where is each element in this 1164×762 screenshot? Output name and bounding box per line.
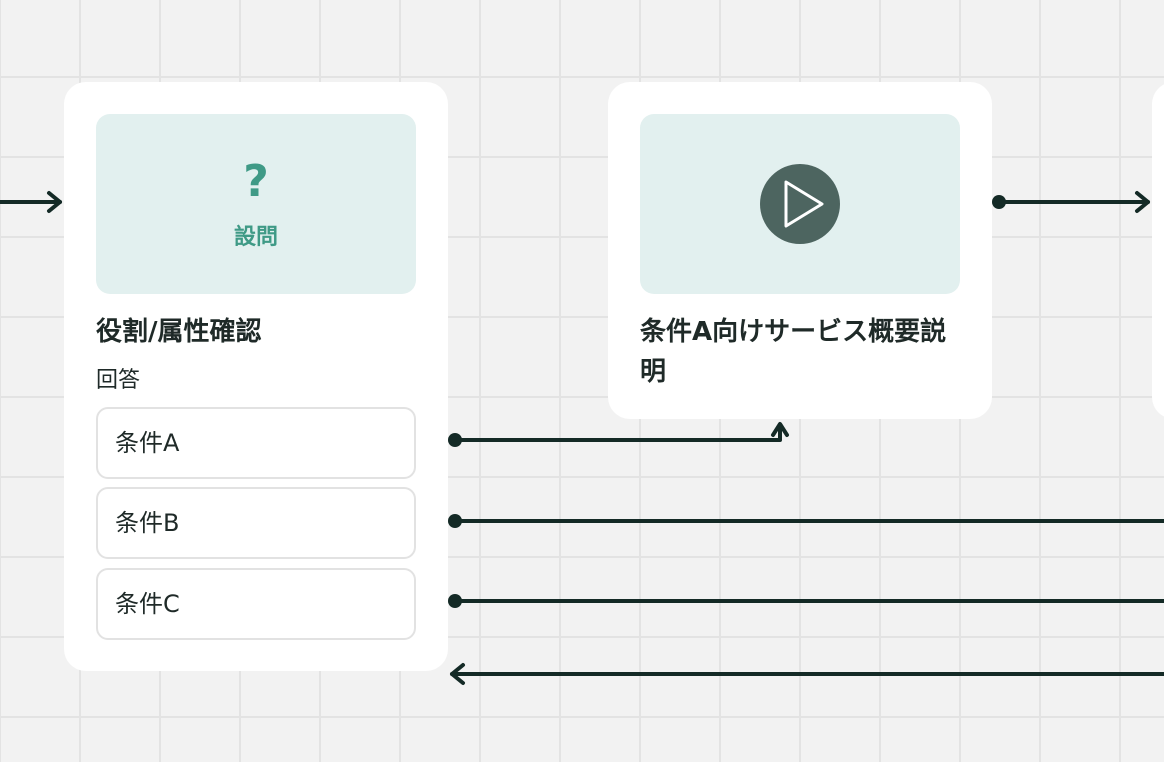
option-a-handle[interactable]	[448, 433, 462, 447]
answer-option-b[interactable]: 条件B	[96, 487, 416, 559]
return-arrowhead	[450, 663, 465, 685]
video-node[interactable]: 条件A向けサービス概要説明	[608, 82, 992, 419]
node-type-label: 設問	[233, 225, 278, 250]
question-mark-icon: ?	[243, 156, 269, 207]
connector-option-a-arrowhead	[771, 422, 789, 437]
video-node-title: 条件A向けサービス概要説明	[640, 317, 947, 387]
video-node-thumbnail	[640, 114, 960, 294]
answer-option-c[interactable]: 条件C	[96, 568, 416, 640]
option-b-handle[interactable]	[448, 514, 462, 528]
incoming-arrowhead	[47, 191, 62, 213]
outgoing-arrowhead	[1135, 191, 1150, 213]
video-output-handle[interactable]	[992, 195, 1006, 209]
play-triangle	[784, 180, 824, 228]
offscreen-node[interactable]	[1152, 82, 1164, 419]
play-icon	[760, 164, 840, 244]
answer-option-a[interactable]: 条件A	[96, 407, 416, 479]
connector-option-a[interactable]	[453, 424, 782, 442]
answers-heading: 回答	[96, 368, 141, 393]
question-node-thumbnail: ? 設問	[96, 114, 416, 294]
question-node-title: 役割/属性確認	[96, 317, 262, 347]
question-node[interactable]: ? 設問 役割/属性確認 回答 条件A 条件B 条件C	[64, 82, 448, 671]
option-c-handle[interactable]	[448, 594, 462, 608]
